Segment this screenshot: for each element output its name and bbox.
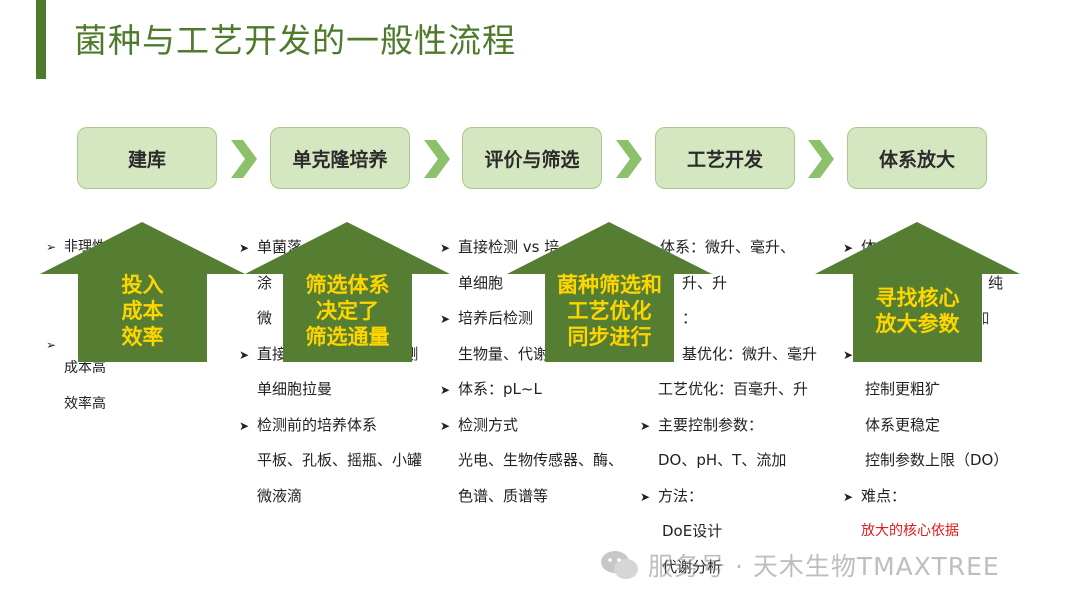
title-accent-bar	[36, 0, 46, 79]
up-arrow-callout-2: 筛选体系 决定了 筛选通量	[245, 222, 450, 362]
item-text: DoE设计	[662, 522, 723, 540]
item-text: 升、升	[682, 273, 728, 292]
item-text: ：	[682, 309, 698, 327]
up-arrow-icon	[40, 222, 245, 362]
arrow-text-line: 寻找核心	[875, 286, 960, 310]
bullet-arrow-icon: ➤	[440, 241, 451, 255]
item-text: 代谢分析	[662, 557, 723, 576]
step-box-5: 体系放大	[847, 127, 987, 189]
item-text: 体系更稳定	[865, 415, 941, 434]
item-text: 检测前的培养体系	[257, 415, 378, 434]
item-text: 培养后检测	[458, 309, 534, 327]
list-item: 成本高	[64, 360, 106, 376]
list-item: ➢	[46, 334, 106, 370]
item-text: 控制更粗犷	[865, 380, 941, 398]
arrow-text-line: 筛选体系	[305, 273, 390, 297]
item-text: 难点：	[861, 486, 907, 505]
up-arrow-icon	[815, 222, 1020, 362]
column-jianku: ➢非理性 ➢ 成本高 效率高	[46, 236, 106, 428]
chevron-right-icon	[808, 140, 834, 178]
watermark: 服务号 · 天木生物TMAXTREE	[600, 547, 1000, 583]
arrow-text-line: 效率	[121, 325, 164, 349]
up-arrow-callout-3: 菌种筛选和 工艺优化 同步进行	[507, 222, 712, 362]
bullet-arrow-icon: ➤	[239, 241, 250, 255]
arrow-text-line: 成本	[121, 299, 164, 323]
item-text: 微液滴	[257, 486, 303, 505]
item-text: 方法：	[658, 486, 704, 505]
item-text: 直接检测 vs 培	[458, 238, 560, 256]
arrow-text-line: 筛选通量	[305, 325, 390, 349]
bullet-arrow-icon: ➤	[239, 347, 250, 362]
bullet-arrow-icon: ➤	[843, 241, 854, 255]
item-text: 检测方式	[458, 415, 519, 434]
arrow-text-line: 同步进行	[567, 325, 652, 349]
item-text: 单细胞拉曼	[257, 380, 333, 398]
bullet-arrow-icon: ➢	[46, 240, 57, 254]
item-text: 微	[257, 309, 273, 327]
step-box-2: 单克隆培养	[270, 127, 410, 189]
item-text: DO、pH、T、流加	[658, 451, 787, 469]
page-title: 菌种与工艺开发的一般性流程	[74, 21, 516, 60]
column-pingjia: ➤ 直接检测 vs 培 单细胞 ➤ 培养后检测 生物量、代谢物 ➤ 体系：pL~L ➤…	[440, 236, 623, 520]
up-arrow-callout-1: 投入 成本 效率	[40, 222, 245, 362]
bullet-arrow-icon: ➢	[46, 337, 57, 352]
up-arrow-callout-4: 寻找核心 放大参数	[815, 222, 1020, 362]
item-text: 生物量、代谢物	[458, 344, 564, 363]
arrow-text-line: 工艺优化	[567, 299, 652, 323]
arrow-text-line: 放大参数	[875, 312, 960, 336]
up-arrow-icon	[245, 222, 450, 362]
item-text: 纯	[988, 273, 1004, 292]
item-text: 光电、生物传感器、酶、	[458, 451, 624, 469]
chevron-right-icon	[424, 140, 450, 178]
item-text: 控制参数上限（DO）	[865, 451, 1009, 469]
arrow-text-line: 菌种筛选和	[557, 273, 662, 297]
step-box-3: 评价与筛选	[462, 127, 602, 189]
bullet-arrow-icon: ➤	[239, 418, 250, 433]
step-box-4: 工艺开发	[655, 127, 795, 189]
bullet-arrow-icon: ➤	[440, 383, 451, 397]
arrow-text-line: 投入	[121, 273, 164, 297]
item-text: 色谱、质谱等	[458, 486, 549, 505]
item-text: 放大的核心依据	[861, 523, 959, 539]
bullet-arrow-icon: ➤	[843, 347, 854, 362]
item-text: 平板、孔板、摇瓶、小罐	[257, 451, 423, 469]
chevron-right-icon	[616, 140, 642, 178]
up-arrow-icon	[507, 222, 712, 362]
chevron-right-icon	[231, 140, 257, 178]
item-text: 涂	[257, 273, 273, 292]
item-text: 体系：pL~L	[458, 380, 542, 398]
bullet-arrow-icon: ➤	[440, 418, 451, 433]
list-item: 效率高	[64, 395, 106, 412]
column-gongyi: 体系：微升、毫升、 升、升 ： 基优化：微升、毫升 工艺优化：百毫升、升 ➤ 主要…	[640, 236, 817, 591]
step-box-1: 建库	[77, 127, 217, 189]
item-text: 体系：微升、毫升、	[660, 238, 796, 256]
bullet-arrow-icon: ➤	[640, 418, 651, 433]
item-text: 单细胞	[458, 273, 504, 292]
bullet-arrow-icon: ➤	[440, 312, 451, 326]
wechat-icon	[601, 551, 638, 579]
bullet-arrow-icon: ➤	[843, 489, 854, 504]
item-text: 主要控制参数：	[658, 415, 764, 434]
item-text: 工艺优化：百毫升、升	[658, 380, 809, 398]
arrow-text-line: 决定了	[316, 299, 379, 323]
watermark-text: 服务号 · 天木生物TMAXTREE	[648, 552, 1000, 581]
bullet-arrow-icon: ➤	[640, 489, 651, 504]
item-text: 基优化：微升、毫升	[682, 344, 818, 363]
